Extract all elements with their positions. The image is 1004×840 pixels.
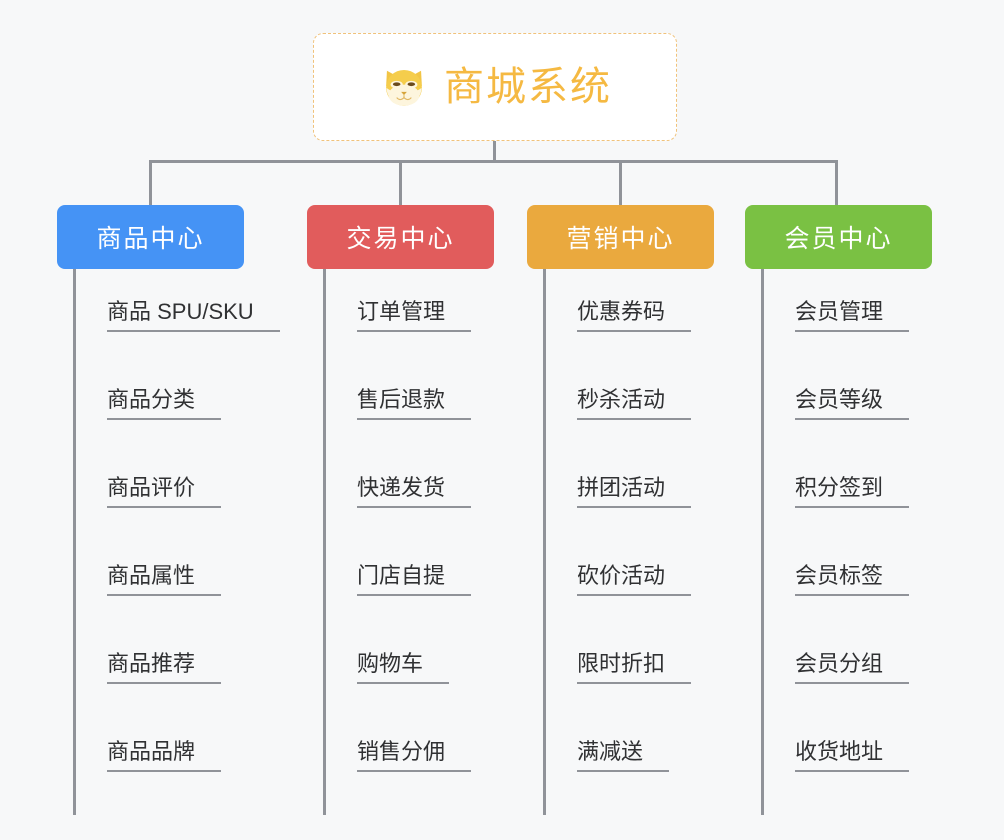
leaf-label: 商品属性 (107, 563, 222, 596)
leaf-label: 购物车 (357, 651, 450, 684)
leaf-label: 商品分类 (107, 387, 222, 420)
leaf-label: 优惠券码 (577, 299, 692, 332)
category-header-2[interactable]: 交易中心 (307, 205, 494, 269)
root-title: 商城系统 (444, 65, 612, 109)
leaf-item[interactable]: 商品评价 (73, 426, 222, 514)
leaf-item[interactable]: 会员分组 (761, 602, 910, 690)
leaf-label: 商品评价 (107, 475, 222, 508)
category-column-4: 会员中心 (745, 205, 932, 269)
leaf-item[interactable]: 积分签到 (761, 426, 910, 514)
leaf-item[interactable]: 会员管理 (761, 250, 910, 338)
connector-to-category-2 (399, 160, 402, 207)
leaf-item[interactable]: 购物车 (323, 602, 450, 690)
leaf-item[interactable]: 商品 SPU/SKU (73, 250, 280, 338)
leaf-label: 售后退款 (357, 387, 472, 420)
connector-to-category-1 (149, 160, 152, 207)
leaf-label: 会员分组 (795, 651, 910, 684)
category-label-4: 会员中心 (784, 225, 893, 253)
leaf-label: 商品 SPU/SKU (107, 299, 280, 332)
leaf-label: 砍价活动 (577, 563, 692, 596)
leaf-item[interactable]: 收货地址 (761, 690, 910, 778)
leaf-item[interactable]: 会员等级 (761, 338, 910, 426)
leaf-label: 销售分佣 (357, 739, 472, 772)
leaf-label: 拼团活动 (577, 475, 692, 508)
leaf-label: 会员等级 (795, 387, 910, 420)
leaf-label: 会员管理 (795, 299, 910, 332)
leaf-label: 门店自提 (357, 563, 472, 596)
category-header-3[interactable]: 营销中心 (527, 205, 714, 269)
leaf-item[interactable]: 商品品牌 (73, 690, 222, 778)
leaf-item[interactable]: 优惠券码 (543, 250, 692, 338)
connector-to-category-4 (835, 160, 838, 207)
leaf-item[interactable]: 拼团活动 (543, 426, 692, 514)
shiba-dog-face-icon (378, 61, 430, 113)
leaf-label: 满减送 (577, 739, 670, 772)
leaf-item[interactable]: 商品属性 (73, 514, 222, 602)
leaf-label: 订单管理 (357, 299, 472, 332)
leaf-item[interactable]: 门店自提 (323, 514, 472, 602)
leaf-stem-2 (323, 269, 326, 815)
leaf-item[interactable]: 满减送 (543, 690, 670, 778)
leaf-item[interactable]: 秒杀活动 (543, 338, 692, 426)
connector-root-down (493, 141, 496, 163)
category-column-2: 交易中心 (307, 205, 494, 269)
category-label-1: 商品中心 (96, 225, 205, 253)
leaf-item[interactable]: 商品分类 (73, 338, 222, 426)
leaf-item[interactable]: 砍价活动 (543, 514, 692, 602)
leaf-item[interactable]: 售后退款 (323, 338, 472, 426)
leaf-item[interactable]: 商品推荐 (73, 602, 222, 690)
leaf-stem-1 (73, 269, 76, 815)
leaf-item[interactable]: 限时折扣 (543, 602, 692, 690)
category-header-1[interactable]: 商品中心 (57, 205, 244, 269)
leaf-label: 快递发货 (357, 475, 472, 508)
leaf-label: 限时折扣 (577, 651, 692, 684)
leaf-stem-4 (761, 269, 764, 815)
leaf-label: 商品推荐 (107, 651, 222, 684)
leaf-item[interactable]: 销售分佣 (323, 690, 472, 778)
connector-to-category-3 (619, 160, 622, 207)
leaf-label: 收货地址 (795, 739, 910, 772)
leaf-label: 积分签到 (795, 475, 910, 508)
root-node[interactable]: 商城系统 (313, 33, 677, 141)
category-column-1: 商品中心 (57, 205, 244, 269)
leaf-label: 秒杀活动 (577, 387, 692, 420)
leaf-item[interactable]: 订单管理 (323, 250, 472, 338)
connector-horizontal-bus (150, 160, 837, 163)
leaf-item[interactable]: 快递发货 (323, 426, 472, 514)
leaf-item[interactable]: 会员标签 (761, 514, 910, 602)
leaf-stem-3 (543, 269, 546, 815)
category-header-4[interactable]: 会员中心 (745, 205, 932, 269)
category-label-2: 交易中心 (346, 225, 455, 253)
category-column-3: 营销中心 (527, 205, 714, 269)
category-label-3: 营销中心 (566, 225, 675, 253)
leaf-label: 商品品牌 (107, 739, 222, 772)
leaf-label: 会员标签 (795, 563, 910, 596)
